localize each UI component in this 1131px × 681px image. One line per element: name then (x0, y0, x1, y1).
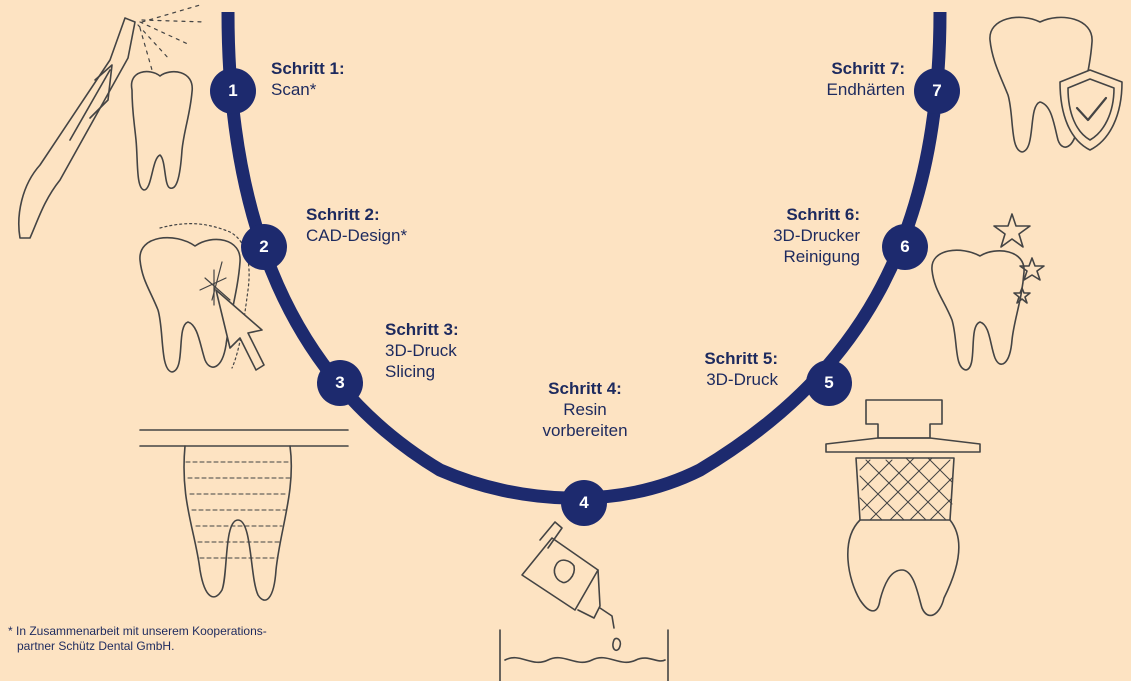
step-2-title: Schritt 2: (306, 205, 380, 224)
step-3-number: 3 (317, 360, 363, 406)
step-1-number: 1 (210, 68, 256, 114)
step-1-desc: Scan* (271, 80, 317, 99)
step-1-label: Schritt 1: Scan* (271, 58, 345, 100)
step-2-number: 2 (241, 224, 287, 270)
step-2-label: Schritt 2: CAD-Design* (306, 204, 407, 246)
step-6-desc-line1: 3D-Drucker (773, 226, 860, 245)
step-5-desc: 3D-Druck (706, 370, 778, 389)
step-3-title: Schritt 3: (385, 320, 459, 339)
footnote-line1: * In Zusammenarbeit mit unserem Kooperat… (8, 624, 267, 638)
step-3-desc-line1: 3D-Druck (385, 341, 457, 360)
step-2-desc: CAD-Design* (306, 226, 408, 245)
sliced-tooth-icon (139, 429, 349, 601)
step-5-number: 5 (806, 360, 852, 406)
step-6-label: Schritt 6: 3D-Drucker Reinigung (720, 204, 860, 267)
step-7-number: 7 (914, 68, 960, 114)
step-3-desc-line2: Slicing (385, 362, 436, 381)
step-7-title: Schritt 7: (831, 59, 905, 78)
step-6-title: Schritt 6: (786, 205, 860, 224)
clean-tooth-stars-icon (931, 213, 1045, 371)
intraoral-scanner-tooth-icon (18, 4, 206, 239)
step-5-label: Schritt 5: 3D-Druck (640, 348, 778, 390)
step-4-desc-line2: vorbereiten (542, 421, 628, 440)
printed-tooth-icon (825, 399, 981, 617)
tooth-shield-icon (989, 16, 1123, 153)
resin-bottle-icon (499, 521, 669, 681)
step-6-number: 6 (882, 224, 928, 270)
step-4-number: 4 (561, 480, 607, 526)
step-5-title: Schritt 5: (704, 349, 778, 368)
step-7-desc: Endhärten (826, 80, 905, 99)
cad-tooth-cursor-icon (139, 223, 265, 373)
footnote-line2: partner Schütz Dental GmbH. (17, 639, 175, 653)
step-6-desc-line2: Reinigung (783, 247, 860, 266)
footnote: * In Zusammenarbeit mit unserem Kooperat… (8, 624, 267, 654)
step-4-label: Schritt 4: Resin vorbereiten (520, 378, 650, 441)
step-4-title: Schritt 4: (548, 379, 622, 398)
step-4-desc-line1: Resin (563, 400, 607, 419)
step-7-label: Schritt 7: Endhärten (760, 58, 905, 100)
step-3-label: Schritt 3: 3D-Druck Slicing (385, 319, 459, 382)
step-1-title: Schritt 1: (271, 59, 345, 78)
